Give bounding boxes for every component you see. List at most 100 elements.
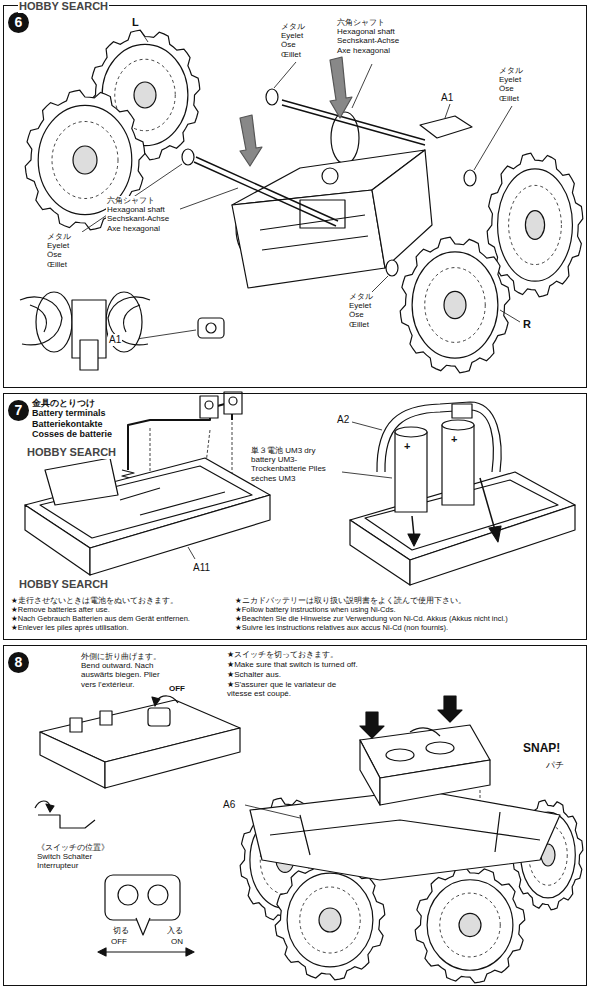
hands-inset (108, 297, 150, 345)
note: ★スイッチを切っておきます。 (226, 650, 339, 659)
part-number: A11 (192, 562, 211, 574)
switch-symbol (105, 875, 180, 920)
grease-tube (240, 57, 352, 166)
part-number: A1 (108, 334, 122, 346)
step-number: 7 (8, 400, 29, 421)
chassis (270, 812, 540, 855)
part-a1 (420, 116, 472, 138)
dry-battery (395, 432, 427, 512)
part-a1 (206, 323, 216, 333)
step-number: 6 (8, 12, 29, 33)
part-letter: R (522, 318, 532, 331)
insert-arrow (480, 478, 495, 530)
part-letter: L (131, 16, 140, 29)
switch-label: ON (170, 937, 184, 946)
bend-detail (35, 801, 95, 828)
tire-tread (400, 237, 510, 372)
battery-terminal (224, 392, 242, 414)
part-name: 六角シャフト Hexagonal shaft Sechskant-Achse A… (106, 196, 180, 233)
wheel-hub (319, 908, 341, 932)
battery-case (40, 732, 105, 788)
tire (487, 153, 583, 296)
part-name: メタル Eyelet Öse Œillet (280, 22, 318, 59)
part-name: メタル Eyelet Öse Œillet (348, 292, 386, 329)
note: ★S'assurer que le variateur de vitesse e… (226, 680, 358, 698)
switch-symbol (118, 885, 138, 905)
hands-inset (30, 305, 140, 332)
battery-strap (385, 410, 493, 472)
tire (25, 30, 583, 983)
part-name: 六角シャフト Hexagonal shaft Sechskant-Achse A… (336, 18, 410, 55)
battery-strap (452, 404, 472, 418)
tire-rim (425, 268, 486, 343)
chassis (372, 150, 432, 268)
battery-pack (410, 728, 440, 736)
eyelet (182, 149, 194, 165)
leader-line (474, 106, 512, 170)
dry-battery (395, 427, 427, 437)
insert-arrow (408, 478, 501, 546)
switch-symbol (98, 948, 106, 956)
battery-case (148, 708, 170, 726)
tire-rim (52, 122, 118, 199)
hex-shaft (194, 100, 425, 226)
leader-line (82, 164, 182, 232)
note: ★Beachten Sie die Hinweise zur Verwendun… (234, 615, 509, 624)
part-number: A6 (222, 799, 236, 811)
note: ★Follow battery instructions when using … (234, 606, 397, 615)
note: ★Remove batteries after use. (10, 606, 111, 615)
battery-terminal (229, 397, 237, 405)
sound-effect: SNAP! (522, 742, 561, 756)
note: ★Nach Gebrauch Batterien aus dem Gerät e… (10, 615, 191, 624)
part-number: A2 (336, 414, 350, 426)
part-name: 単３電池 UM3 dry battery UM3-Trockenbatterie… (250, 446, 340, 483)
part-name: メタル Eyelet Öse Œillet (498, 66, 536, 103)
note: ★走行させないときは電池をぬいておきます。 (10, 597, 179, 606)
battery-terminal (205, 401, 213, 409)
tire-tread (415, 867, 525, 983)
chassis (232, 190, 385, 288)
battery-case (45, 458, 118, 505)
polarity-mark: + (450, 433, 458, 446)
polarity-mark: + (403, 440, 411, 453)
sound-effect: パチ (545, 760, 565, 770)
grease-tube (330, 57, 352, 118)
hex-shaft (282, 100, 425, 145)
note: ★ニカドバッテリーは取り扱い説明書をよく読んで使用下さい。 (234, 597, 467, 606)
switch-label: OFF (168, 684, 186, 693)
insert-arrow (412, 516, 414, 536)
chassis (250, 790, 560, 880)
insert-arrow (408, 534, 420, 546)
leader-line (82, 30, 520, 340)
instruction: 外側に折り曲げます。 Bend outward. Nach auswärts b… (80, 652, 166, 689)
tire-tread (487, 153, 583, 296)
chassis (260, 215, 368, 250)
tire-sidewall (498, 169, 573, 281)
battery-case (70, 718, 82, 732)
push-arrow (360, 712, 384, 738)
wheel-hub (134, 82, 156, 108)
battery-case (152, 697, 160, 706)
eyelet (464, 170, 476, 186)
battery-case (105, 728, 240, 788)
watermark: HOBBY SEARCH (18, 578, 109, 591)
eyelet (266, 89, 278, 105)
note: ★Schalter aus. (226, 670, 282, 679)
switch-symbol (186, 948, 194, 956)
tire (400, 237, 510, 372)
dry-battery (395, 420, 474, 512)
step-heading: 金具のとりつけ Battery terminals Batteriekontak… (32, 398, 114, 439)
battery-pack (245, 805, 300, 818)
leader-line (352, 64, 372, 108)
push-arrow (438, 696, 462, 722)
battery-case (25, 458, 270, 575)
battery-strap (342, 472, 392, 478)
battery-case (100, 711, 112, 725)
bend-detail (46, 804, 54, 812)
illustration (20, 30, 575, 956)
dry-battery (442, 425, 474, 505)
leader-line (445, 104, 450, 118)
chassis (250, 790, 560, 880)
